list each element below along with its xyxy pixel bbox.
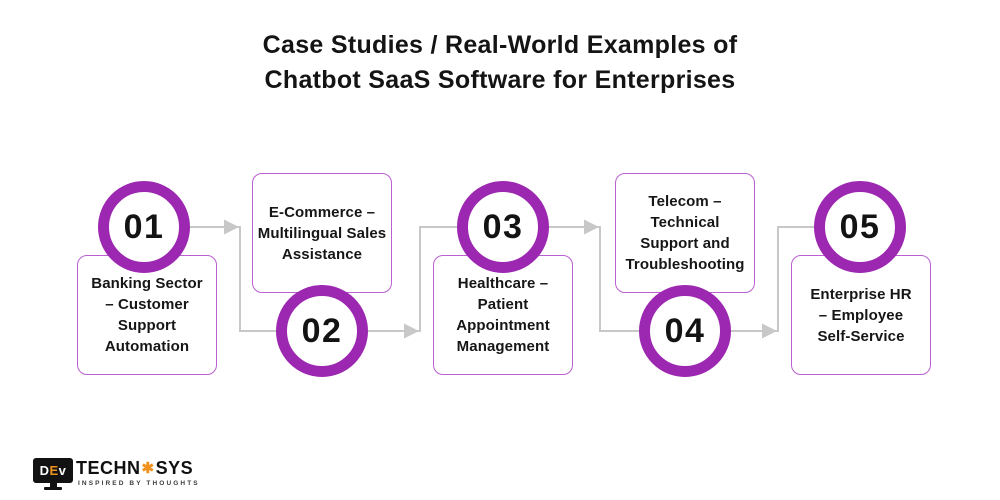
logo-text-block: TECHN✱SYS INSPIRED BY THOUGHTS <box>76 458 200 487</box>
step-number-badge-01: 01 <box>98 181 190 273</box>
step-number: 01 <box>123 207 165 246</box>
step-card-telecom: Telecom – Technical Support and Troubles… <box>615 173 755 293</box>
monitor-base <box>44 487 62 490</box>
monitor-stand <box>49 483 57 487</box>
logo-letter: v <box>58 463 67 478</box>
arrowhead-icon <box>404 323 419 339</box>
step-card-label: Healthcare – Patient Appointment Managem… <box>456 275 550 355</box>
step-card-banking: Banking Sector – Customer Support Automa… <box>77 255 217 375</box>
arrowhead-icon <box>762 323 777 339</box>
arrowhead-icon <box>224 219 239 235</box>
logo-letter-accent: E <box>49 463 59 478</box>
step-number: 02 <box>301 311 343 350</box>
arrowhead-icon <box>584 219 599 235</box>
page-title: Case Studies / Real-World Examples of Ch… <box>262 31 738 94</box>
connector-step2-step3 <box>368 226 457 332</box>
step-number-badge-05: 05 <box>814 181 906 273</box>
step-number: 03 <box>482 207 524 246</box>
brand-text-right: SYS <box>155 458 194 478</box>
step-card-label: Banking Sector – Customer Support Automa… <box>91 275 203 355</box>
logo-letter: D <box>39 463 50 478</box>
connector-step3-step4 <box>549 226 639 332</box>
step-card-enterprise-hr: Enterprise HR – Employee Self-Service <box>791 255 931 375</box>
connector-step4-step5 <box>731 226 814 332</box>
connector-step1-step2 <box>190 226 276 332</box>
step-number-badge-04: 04 <box>639 285 731 377</box>
logo-tagline: INSPIRED BY THOUGHTS <box>78 480 200 487</box>
step-card-ecommerce: E-Commerce – Multilingual Sales Assistan… <box>252 173 392 293</box>
logo-brand-name: TECHN✱SYS <box>76 458 200 478</box>
brand-text-left: TECHN <box>76 458 141 478</box>
step-number: 05 <box>839 207 881 246</box>
step-card-label: Enterprise HR – Employee Self-Service <box>810 285 912 345</box>
gear-icon: ✱ <box>141 459 155 477</box>
step-number-badge-03: 03 <box>457 181 549 273</box>
step-number-badge-02: 02 <box>276 285 368 377</box>
step-card-healthcare: Healthcare – Patient Appointment Managem… <box>433 255 573 375</box>
step-number: 04 <box>664 311 706 350</box>
step-card-label: E-Commerce – Multilingual Sales Assistan… <box>257 203 387 263</box>
step-card-label: Telecom – Technical Support and Troubles… <box>625 193 745 273</box>
